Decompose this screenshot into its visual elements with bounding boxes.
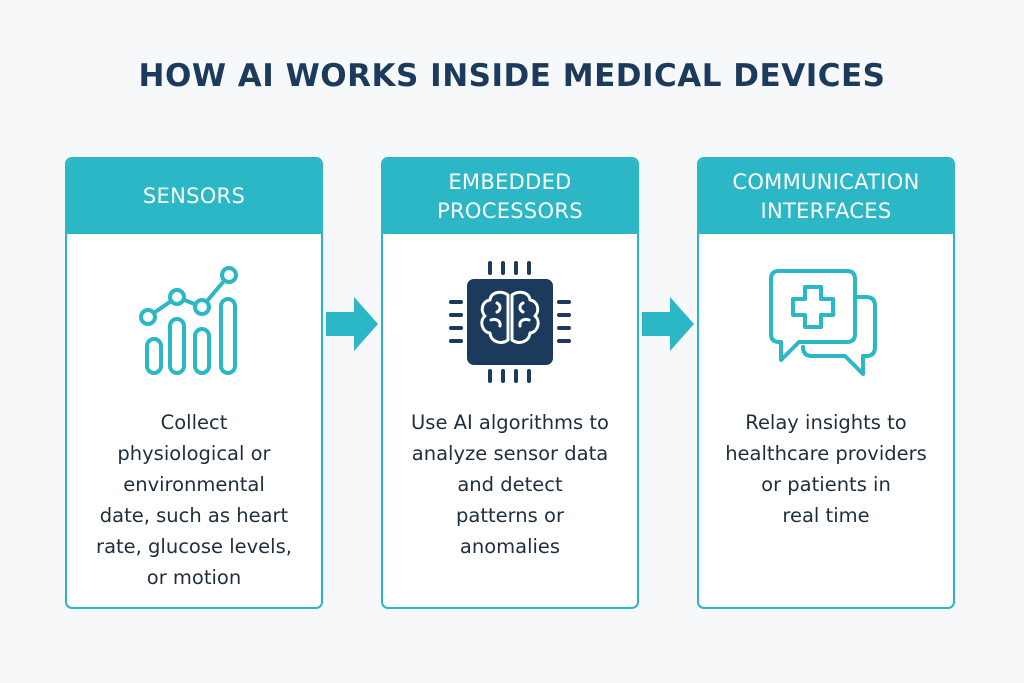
card-header-communication: COMMUNICATION INTERFACES [699, 159, 953, 234]
card-body-processors: Use AI algorithms to analyze sensor data… [411, 411, 609, 558]
card-sensors: SENSORS Collect physiological or environ… [65, 157, 323, 609]
card-body-communication: Relay insights to healthcare providers o… [725, 411, 927, 527]
card-body-sensors: Collect physiological or environmental d… [96, 411, 292, 589]
card-header-label: EMBEDDED PROCESSORS [437, 169, 583, 223]
card-communication-interfaces: COMMUNICATION INTERFACES Relay insights … [697, 157, 955, 609]
arrow-right-icon [326, 297, 378, 351]
page-title: HOW AI WORKS INSIDE MEDICAL DEVICES [138, 58, 886, 94]
card-header-label: COMMUNICATION INTERFACES [732, 169, 920, 223]
card-header-sensors: SENSORS [67, 159, 321, 234]
chart-icon [67, 254, 321, 389]
brain-chip-icon [383, 254, 637, 389]
card-embedded-processors: EMBEDDED PROCESSORS [381, 157, 639, 609]
arrow-right-icon [642, 297, 694, 351]
card-header-processors: EMBEDDED PROCESSORS [383, 159, 637, 234]
medical-chat-icon [699, 254, 953, 389]
card-header-label: SENSORS [142, 184, 246, 208]
